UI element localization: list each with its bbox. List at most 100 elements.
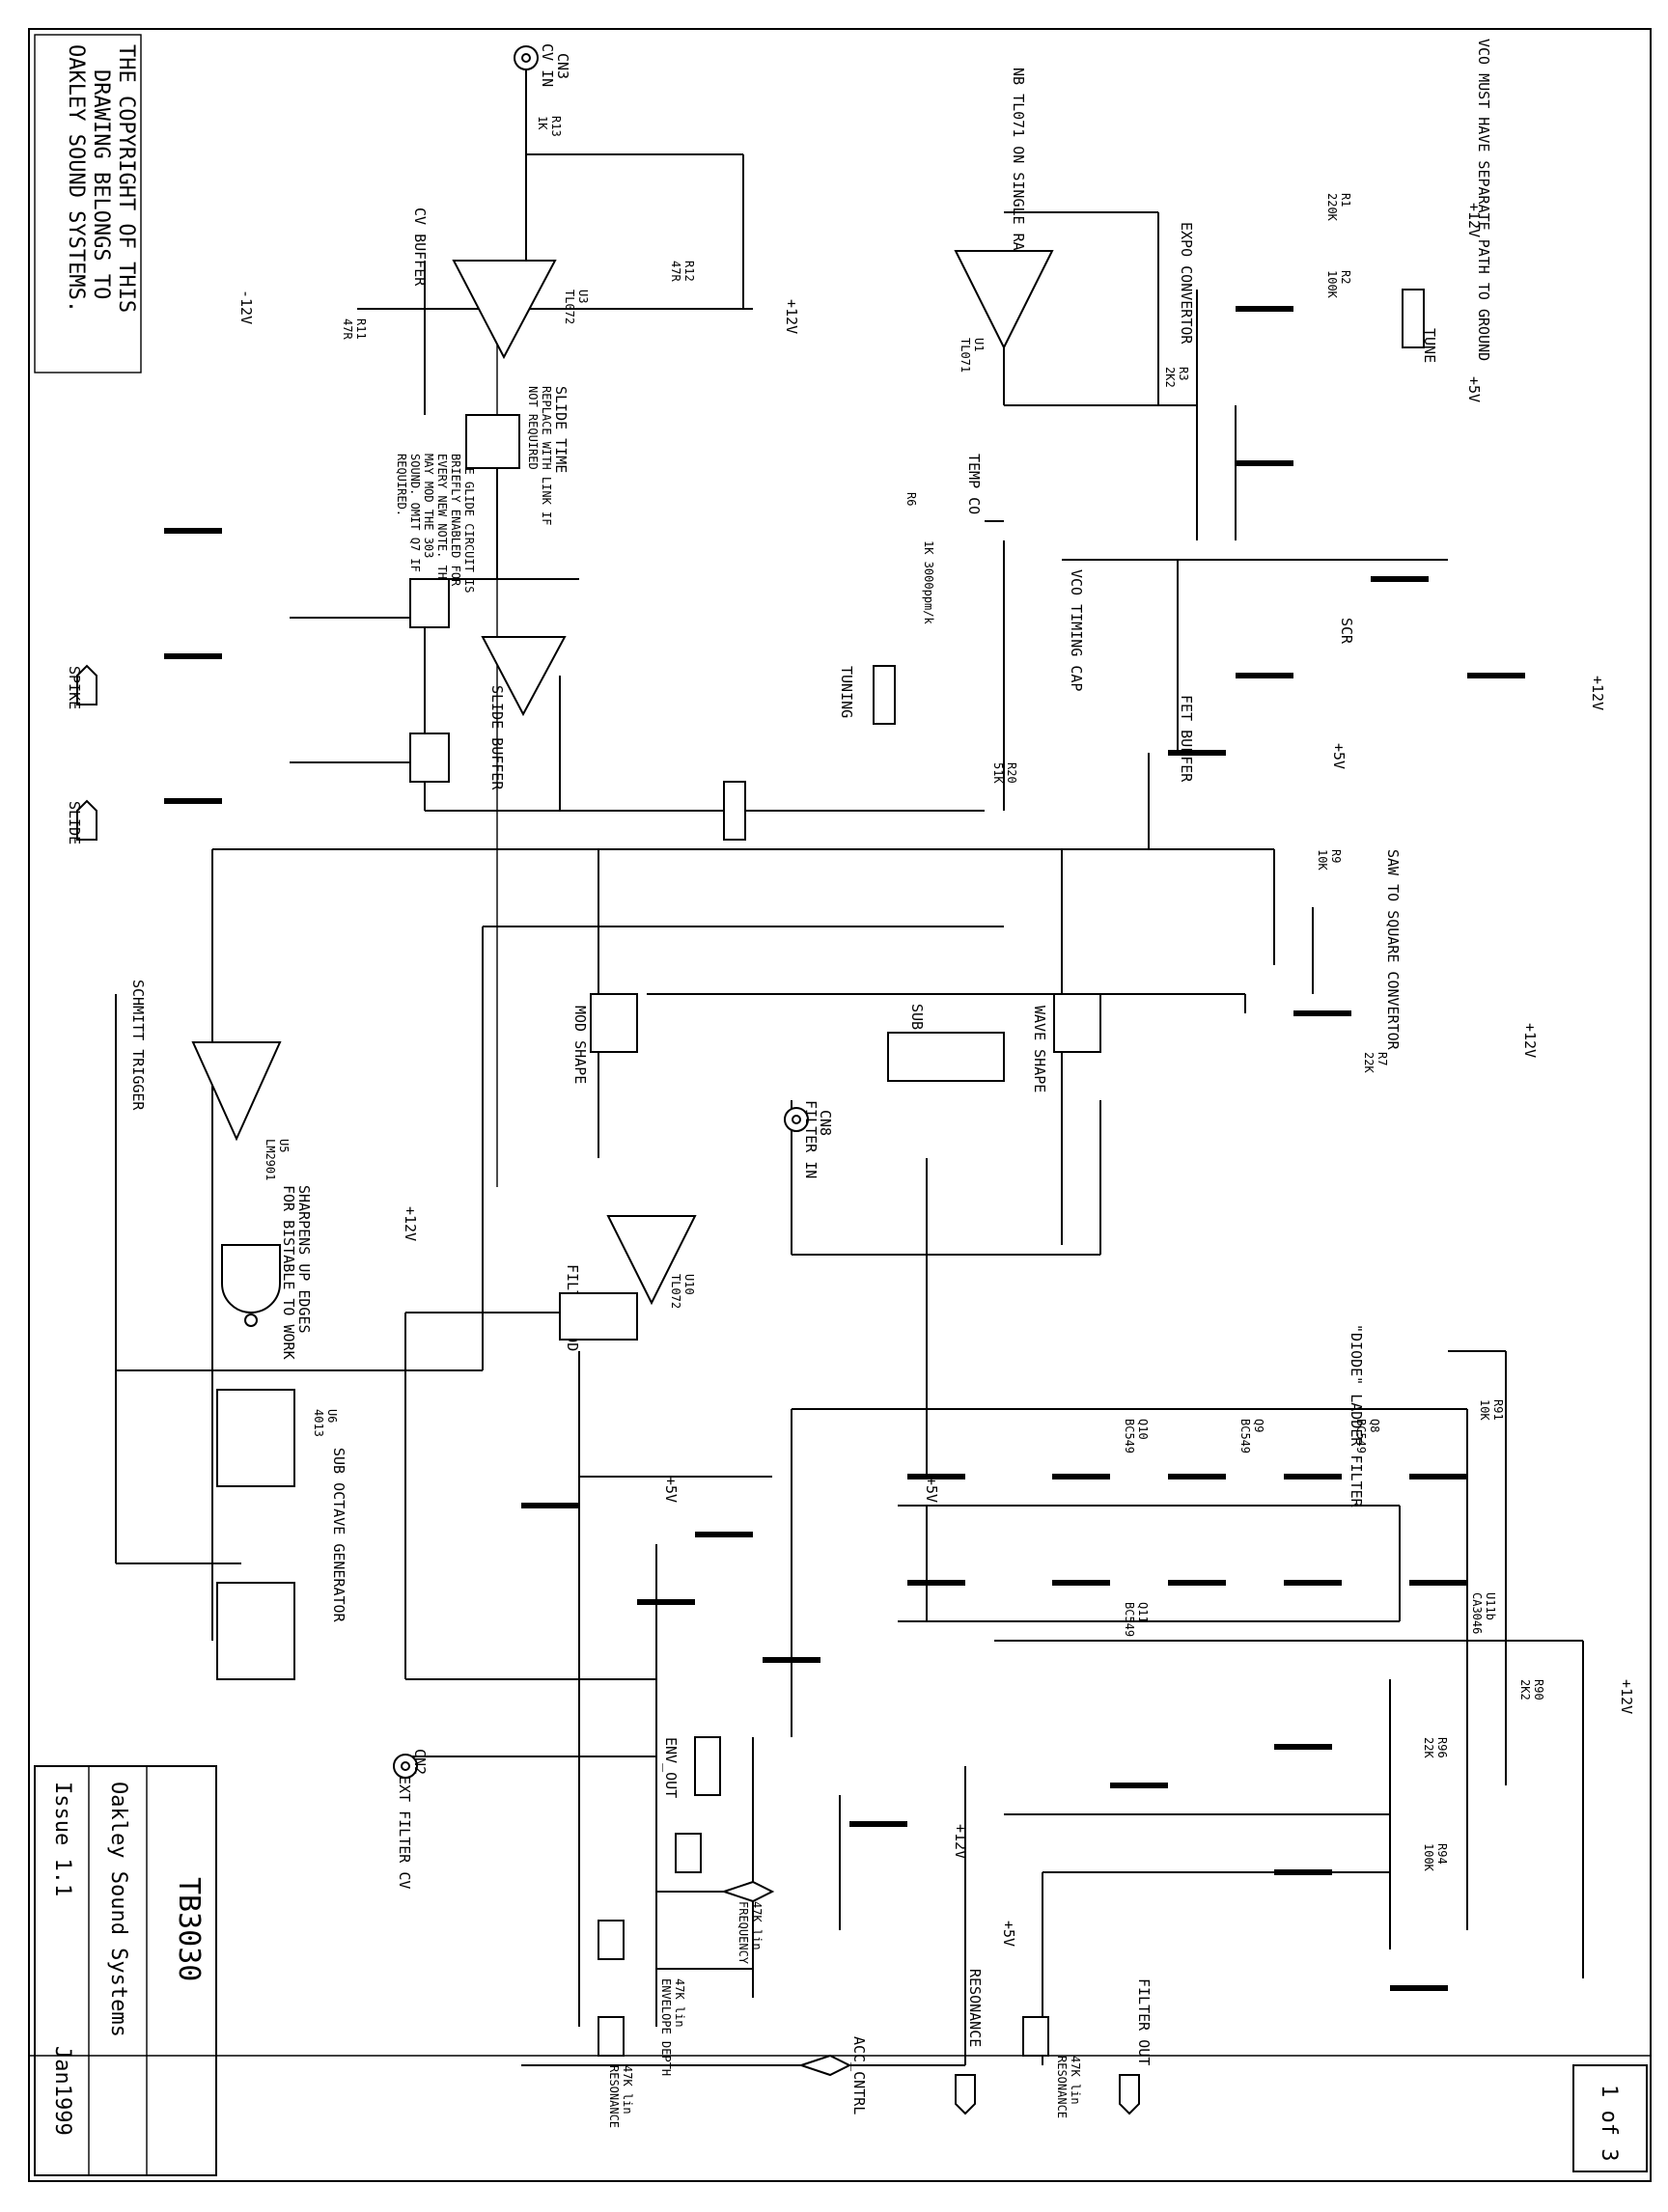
note-fet-buffer: FET BUFFER (1178, 695, 1195, 783)
svg-text:U3: U3 (576, 290, 590, 303)
rail-p5-e: +5V (1000, 1921, 1017, 1947)
note-tune: TUNE (1421, 328, 1438, 363)
svg-text:TL072: TL072 (563, 290, 576, 324)
svg-text:BC549: BC549 (1354, 1419, 1368, 1453)
note-wave-shape: WAVE SHAPE (1031, 1006, 1048, 1092)
rail-p5-c: +5V (923, 1477, 940, 1503)
sheet-number: 1 of 3 (1597, 2085, 1621, 2161)
svg-text:Q8: Q8 (1368, 1419, 1381, 1432)
flipflop-u6-sub-octave (216, 1389, 295, 1487)
svg-text:22K: 22K (1362, 1052, 1376, 1073)
note-tl071: NB TL071 ON SINGLE RAIL (1010, 68, 1027, 268)
connector-slide (76, 799, 97, 841)
svg-text:220K: 220K (1325, 193, 1339, 222)
flipflop-u6 (216, 1582, 295, 1680)
svg-text:BC549: BC549 (1238, 1419, 1252, 1453)
trimmer-pr5 (694, 1736, 721, 1796)
pot-vr8-frequency (675, 1833, 702, 1873)
pot-vr7-envelope (598, 1920, 625, 1960)
note-vco-timing-cap: VCO TIMING CAP (1068, 569, 1085, 691)
svg-text:2K2: 2K2 (1163, 367, 1177, 388)
svg-text:RESONANCE: RESONANCE (1055, 2056, 1069, 2118)
svg-text:U10: U10 (682, 1274, 696, 1295)
svg-text:U6: U6 (325, 1409, 339, 1423)
svg-text:51K: 51K (991, 762, 1005, 784)
label-env-out: ENV_OUT (662, 1737, 680, 1798)
logic-ics (216, 578, 450, 1680)
svg-text:47K lin: 47K lin (750, 1901, 764, 1950)
svg-text:100K: 100K (1422, 1843, 1435, 1872)
svg-text:ENVELOPE DEPTH: ENVELOPE DEPTH (659, 1978, 673, 2076)
svg-text:R9: R9 (1329, 849, 1343, 863)
comparator-u5 (191, 1041, 282, 1142)
rail-p12-g: +12V (952, 1824, 969, 1859)
nand-gate-u11 (221, 1244, 281, 1313)
svg-text:U11b: U11b (1484, 1592, 1497, 1620)
copyright-line-2: DRAWING BELONGS TO (89, 69, 113, 299)
svg-text:Q10: Q10 (1136, 1419, 1150, 1440)
label-cn8: CN8 (817, 1110, 834, 1136)
svg-text:MAY MOD THE 303: MAY MOD THE 303 (422, 454, 435, 558)
svg-text:LM2901: LM2901 (264, 1139, 277, 1180)
connector-acc-cntrl (797, 2054, 852, 2077)
svg-text:10K: 10K (1478, 1399, 1491, 1421)
svg-text:CA3046: CA3046 (1470, 1592, 1484, 1634)
opamp-u3-slide-buffer (481, 636, 567, 717)
label-cv-in: CV IN (539, 43, 556, 87)
rail-p12-e: +12V (402, 1206, 419, 1241)
switch-sw2-mod-shape (590, 993, 638, 1053)
opamp-u1-tl071 (954, 250, 1054, 350)
svg-text:Q11: Q11 (1136, 1602, 1150, 1623)
svg-text:4013: 4013 (312, 1409, 325, 1437)
label-spike: SPIKE (66, 666, 83, 709)
pot-vr2-sub-bass (887, 1032, 1005, 1082)
svg-text:R1: R1 (1339, 193, 1352, 207)
note-tuning: TUNING (838, 666, 855, 718)
note-scr: SCR (1338, 618, 1355, 645)
svg-text:R3: R3 (1177, 367, 1190, 380)
trimmer-pr2 (723, 781, 746, 841)
connector-env-out (720, 1880, 775, 1903)
svg-text:2K2: 2K2 (1518, 1679, 1532, 1700)
label-filter-in: FILTER IN (802, 1100, 820, 1178)
connectors (76, 45, 1140, 2115)
svg-text:TL071: TL071 (959, 338, 972, 373)
rail-p5-b: +5V (1330, 743, 1348, 769)
label-resonance-out: RESONANCE (966, 1969, 984, 2047)
pot-vr4-resonance (1022, 2016, 1049, 2057)
svg-text:R96: R96 (1435, 1737, 1449, 1758)
svg-text:Q9: Q9 (1252, 1419, 1265, 1432)
svg-text:R13: R13 (549, 116, 563, 137)
svg-text:R90: R90 (1532, 1679, 1545, 1700)
svg-text:U5: U5 (277, 1139, 291, 1152)
svg-text:R7: R7 (1376, 1052, 1389, 1065)
note-sub-octave: SUB OCTAVE GENERATOR (330, 1448, 348, 1623)
svg-text:R91: R91 (1491, 1399, 1505, 1421)
label-ext-filter-cv: EXT FILTER CV (396, 1776, 413, 1889)
rail-p12-c: +12V (1589, 676, 1606, 710)
note-expo: EXPO CONVERTOR (1178, 222, 1195, 345)
svg-text:47K lin: 47K lin (1069, 2056, 1082, 2105)
svg-text:R11: R11 (354, 318, 368, 340)
svg-text:BC549: BC549 (1123, 1602, 1136, 1637)
rail-p12-f: +12V (1618, 1679, 1635, 1714)
opamp-u10 (606, 1215, 697, 1306)
svg-text:SOUND. OMIT Q7 IF NOT: SOUND. OMIT Q7 IF NOT (408, 454, 422, 600)
svg-text:TL072: TL072 (669, 1274, 682, 1309)
rail-p12-d: +12V (1521, 1023, 1539, 1058)
label-cn3: CN3 (554, 53, 571, 79)
label-slide: SLIDE (66, 801, 83, 844)
label-acc-cntrl: ACC_CNTRL (850, 2036, 868, 2115)
svg-text:FREQUENCY: FREQUENCY (737, 1901, 750, 1965)
connector-spike (76, 664, 97, 705)
component-labels: R13 1K R12 47R R11 47R R1 220K R2 100K R… (264, 116, 1545, 2128)
svg-text:BC549: BC549 (1123, 1419, 1136, 1453)
label-cn2: CN2 (411, 1749, 429, 1775)
opamp-u3-cv-buffer (452, 260, 557, 360)
svg-text:R6: R6 (904, 492, 918, 506)
nand-bubble (244, 1313, 258, 1327)
svg-text:REQUIRED.: REQUIRED. (395, 454, 408, 516)
svg-text:47K lin: 47K lin (673, 1978, 686, 2028)
